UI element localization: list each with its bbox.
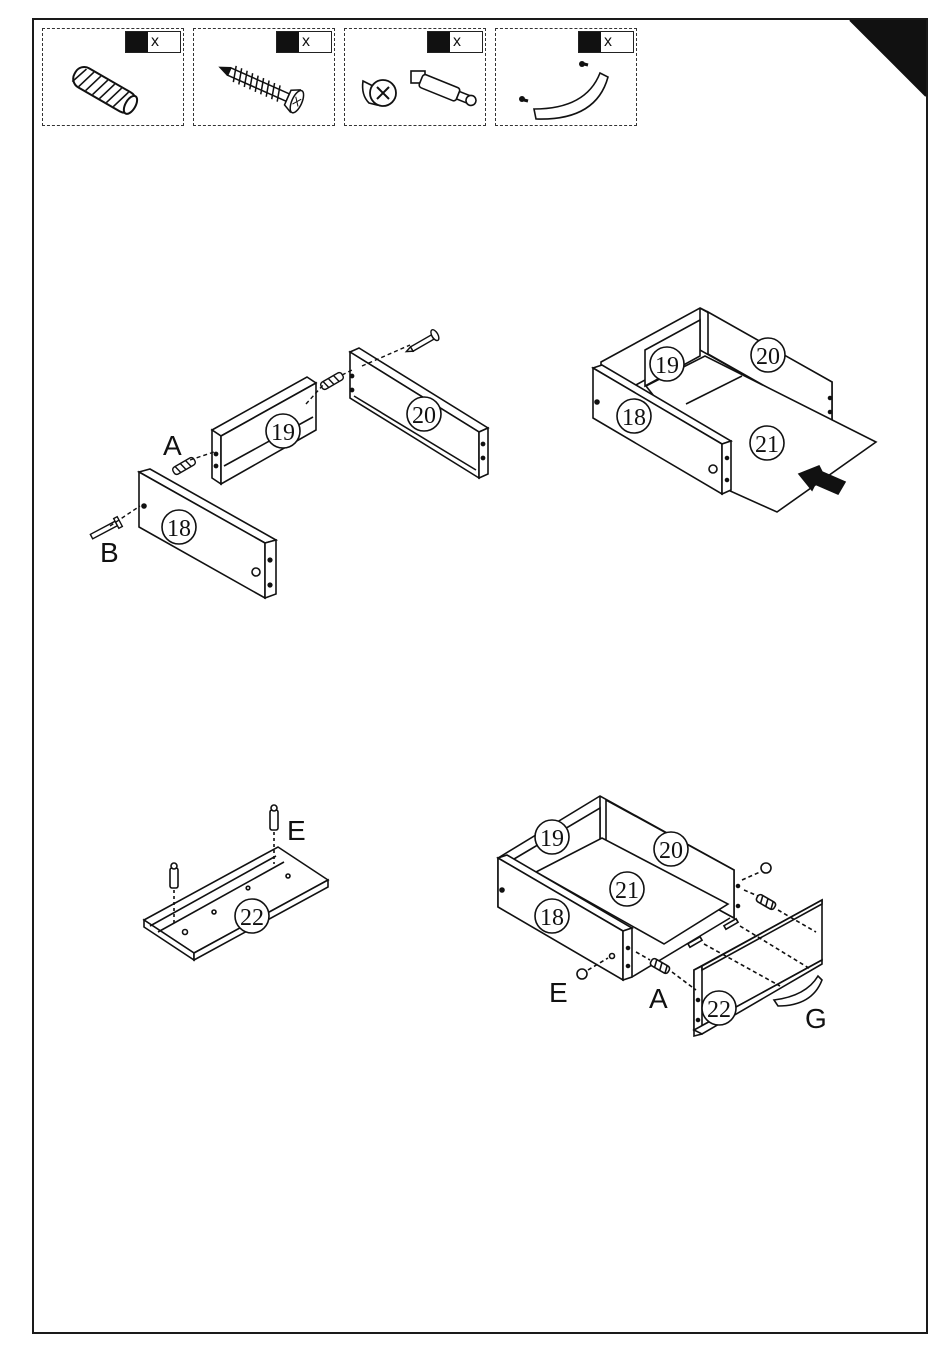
letter-label-b: B	[100, 537, 119, 568]
letter-label-a: A	[649, 983, 668, 1014]
part-label-21: 21	[755, 432, 779, 458]
part-label-18: 18	[622, 405, 646, 431]
part-label-20: 20	[412, 403, 436, 429]
part-label-20: 20	[659, 838, 683, 864]
step-1-exploded-frame	[139, 348, 488, 598]
part-label-18: 18	[167, 516, 191, 542]
letter-label-g: G	[805, 1003, 827, 1034]
part-label-19: 19	[540, 826, 564, 852]
letter-label-a: A	[163, 430, 182, 461]
letter-label-e: E	[549, 977, 568, 1008]
part-label-18: 18	[540, 905, 564, 931]
corner-tab	[850, 20, 926, 96]
letter-label-e: E	[287, 815, 306, 846]
part-label-21: 21	[615, 878, 639, 904]
part-label-19: 19	[655, 353, 679, 379]
part-label-22: 22	[707, 997, 731, 1023]
part-label-22: 22	[240, 905, 264, 931]
part-label-20: 20	[756, 344, 780, 370]
part-label-19: 19	[271, 420, 295, 446]
